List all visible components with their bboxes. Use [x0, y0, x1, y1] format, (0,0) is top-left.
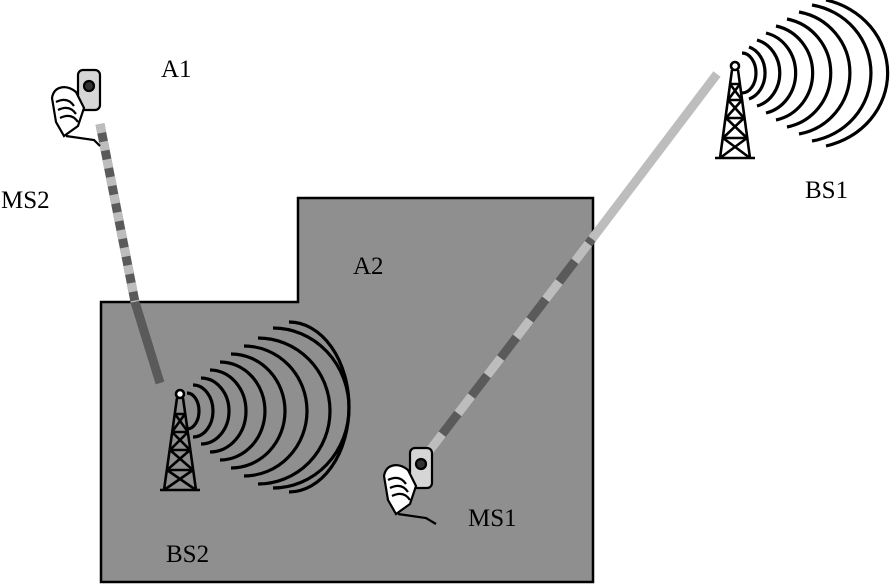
radio-tower-icon: [715, 60, 755, 160]
bs1-label: BS1: [805, 177, 848, 204]
ms2-label: MS2: [1, 187, 50, 214]
ms1-label: MS1: [468, 505, 517, 532]
link-ms2-bs2: [95, 123, 165, 385]
link-bs1-ms1: [426, 71, 721, 453]
bs2-label: BS2: [166, 541, 209, 568]
area-label-a1: A1: [161, 56, 192, 83]
radio-waves-icon: [741, 0, 890, 148]
mobile-phone-icon: [50, 68, 102, 147]
mobile-phone-icon: [382, 446, 437, 525]
radio-waves-icon: [186, 320, 351, 494]
area-label-a2: A2: [353, 253, 384, 280]
radio-tower-icon: [160, 388, 200, 492]
